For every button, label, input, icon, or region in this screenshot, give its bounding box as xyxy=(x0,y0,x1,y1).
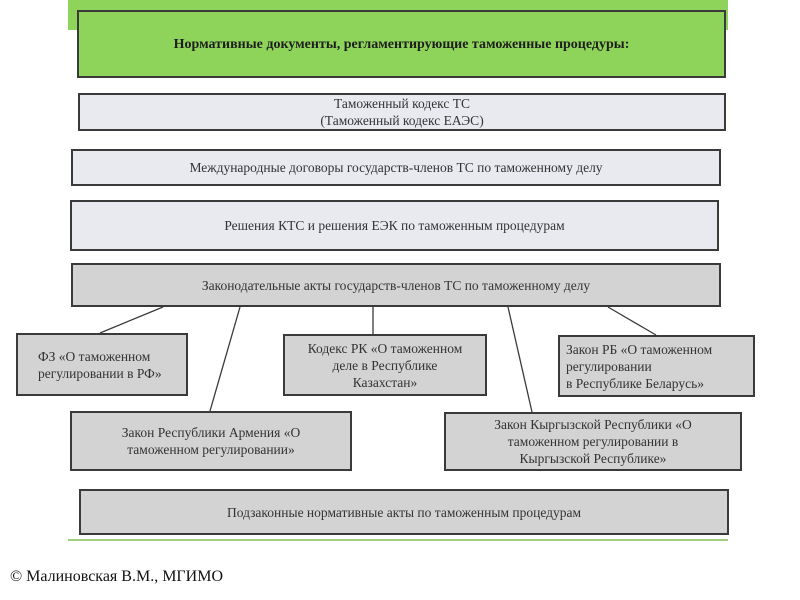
connector-am xyxy=(209,306,241,412)
diagram-title-text: Нормативные документы, регламентирующие … xyxy=(173,36,630,52)
box-legislative-acts: Законодательные акты государств-членов Т… xyxy=(71,263,721,307)
box-sublaw-acts-text: Подзаконные нормативные акты по таможенн… xyxy=(226,504,582,520)
box-law-kg: Закон Кыргызской Республики «О таможенно… xyxy=(444,412,742,471)
footer-divider xyxy=(68,539,728,541)
connector-by xyxy=(607,306,657,336)
box-customs-code: Таможенный кодекс ТС (Таможенный кодекс … xyxy=(78,93,726,131)
box-kts-eek-decisions: Решения КТС и решения ЕЭК по таможенным … xyxy=(70,200,719,251)
copyright-footer: © Малиновская В.М., МГИМО xyxy=(10,568,223,585)
connector-rf xyxy=(99,306,164,334)
connector-kg xyxy=(507,306,533,413)
box-code-kz: Кодекс РК «О таможенном деле в Республик… xyxy=(283,334,487,396)
box-law-kg-text: Закон Кыргызской Республики «О таможенно… xyxy=(494,417,692,466)
box-law-by: Закон РБ «О таможенном регулировании в Р… xyxy=(558,335,755,397)
box-international-treaties-text: Международные договоры государств-членов… xyxy=(189,160,603,175)
box-international-treaties: Международные договоры государств-членов… xyxy=(71,149,721,186)
box-customs-code-text: Таможенный кодекс ТС (Таможенный кодекс … xyxy=(320,96,484,128)
box-law-rf: ФЗ «О таможенном регулировании в РФ» xyxy=(16,333,188,396)
box-law-am: Закон Республики Армения «О таможенном р… xyxy=(70,411,352,471)
box-legislative-acts-text: Законодательные акты государств-членов Т… xyxy=(201,277,591,293)
box-sublaw-acts: Подзаконные нормативные акты по таможенн… xyxy=(79,489,729,535)
box-law-by-text: Закон РБ «О таможенном регулировании в Р… xyxy=(566,341,713,391)
box-code-kz-text: Кодекс РК «О таможенном деле в Республик… xyxy=(307,340,463,390)
box-law-rf-text: ФЗ «О таможенном регулировании в РФ» xyxy=(38,348,162,381)
diagram-title: Нормативные документы, регламентирующие … xyxy=(77,10,726,78)
box-kts-eek-decisions-text: Решения КТС и решения ЕЭК по таможенным … xyxy=(224,218,565,233)
box-law-am-text: Закон Республики Армения «О таможенном р… xyxy=(121,425,301,457)
